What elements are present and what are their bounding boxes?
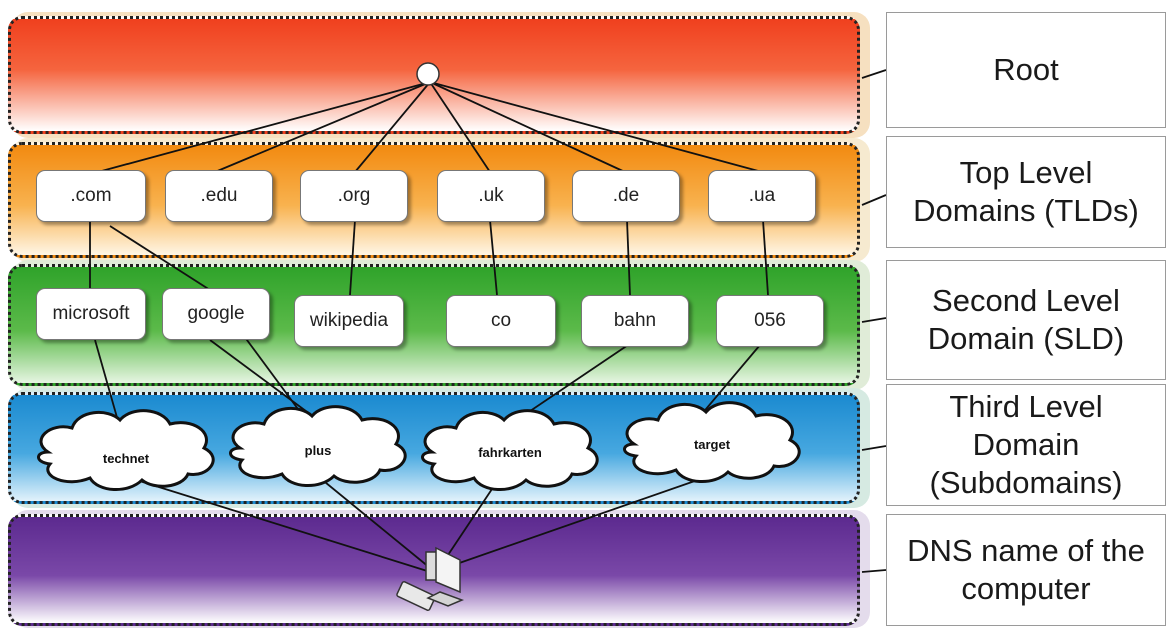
cloud-technet: [37, 409, 215, 492]
level-label-third: Third Level Domain (Subdomains): [886, 384, 1166, 506]
tld-node-de: .de: [572, 170, 680, 222]
cloud-plus: [229, 405, 407, 488]
tld-node-ua: .ua: [708, 170, 816, 222]
computer-icon: [396, 546, 465, 611]
sld-node-google: google: [162, 288, 270, 340]
cloud-fahrkarten: [421, 409, 599, 492]
subdomain-label-target: target: [693, 437, 731, 452]
sld-node-bahn: bahn: [581, 295, 689, 347]
tld-node-edu: .edu: [165, 170, 273, 222]
sld-node-microsoft: microsoft: [36, 288, 146, 340]
tld-node-uk: .uk: [437, 170, 545, 222]
sld-node-056: 056: [716, 295, 824, 347]
cloud-target: [623, 401, 801, 484]
sld-node-wikipedia: wikipedia: [294, 295, 404, 347]
level-label-root: Root: [886, 12, 1166, 128]
level-label-sld: Second Level Domain (SLD): [886, 260, 1166, 380]
subdomain-label-fahrkarten: fahrkarten: [478, 445, 542, 460]
subdomain-label-plus: plus: [304, 443, 332, 458]
level-label-tld: Top Level Domains (TLDs): [886, 136, 1166, 248]
tld-node-org: .org: [300, 170, 408, 222]
subdomain-label-technet: technet: [102, 451, 150, 466]
level-label-dns: DNS name of the computer: [886, 514, 1166, 626]
sld-node-co: co: [446, 295, 556, 347]
tld-node-com: .com: [36, 170, 146, 222]
root-node: [416, 62, 440, 86]
